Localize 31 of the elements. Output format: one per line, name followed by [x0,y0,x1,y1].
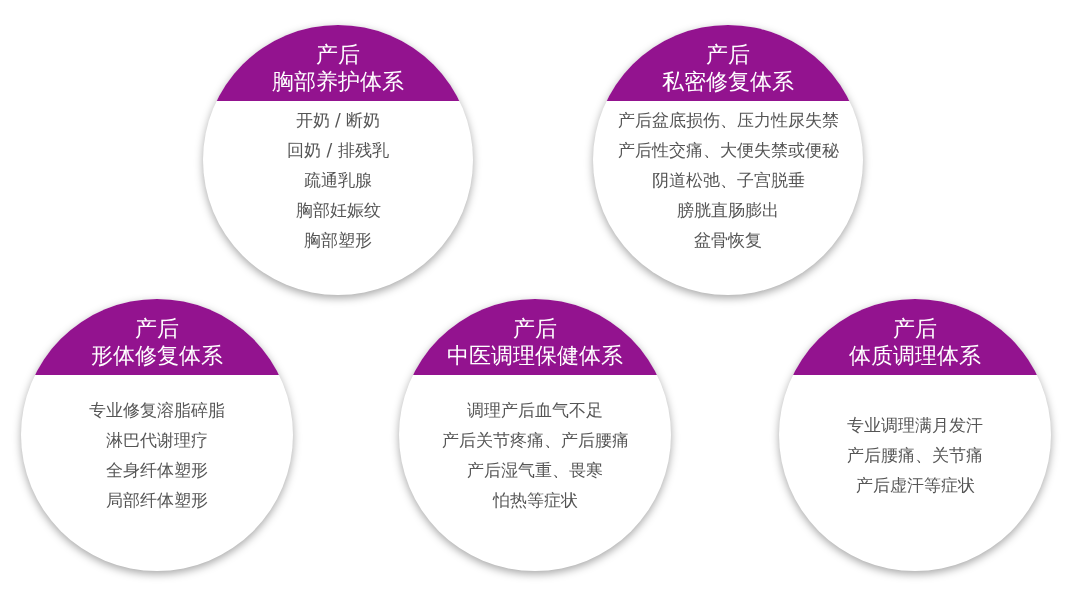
item-text: 专业调理满月发汗 [847,414,983,437]
item-text: 胸部塑形 [304,229,372,252]
heading-text: 私密修复体系 [662,68,794,95]
item-text: 疏通乳腺 [304,169,372,192]
heading-text: 形体修复体系 [91,342,223,369]
item-text: 全身纤体塑形 [106,459,208,482]
heading-text: 产后 [706,41,750,68]
item-text: 膀胱直肠膨出 [677,199,779,222]
item-text: 胸部妊娠纹 [295,199,381,222]
item-text: 产后腰痛、关节痛 [847,444,983,467]
heading-text: 产后 [135,315,179,342]
item-text: 盆骨恢复 [694,229,762,252]
item-text: 产后虚汗等症状 [855,474,975,497]
item-text: 调理产后血气不足 [467,399,603,422]
item-text: 产后性交痛、大便失禁或便秘 [617,139,839,162]
heading-text: 产后 [316,41,360,68]
item-text: 阴道松弛、子宫脱垂 [651,169,805,192]
item-text: 开奶 / 断奶 [295,109,381,132]
item-text: 局部纤体塑形 [106,489,208,512]
heading-text: 胸部养护体系 [272,68,404,95]
item-text: 产后湿气重、畏寒 [467,459,603,482]
item-text: 专业修复溶脂碎脂 [89,399,225,422]
heading-text: 产后 [513,315,557,342]
item-text: 产后盆底损伤、压力性尿失禁 [617,109,839,132]
item-text: 产后关节疼痛、产后腰痛 [441,429,629,452]
heading-text: 产后 [893,315,937,342]
item-text: 淋巴代谢理疗 [106,429,208,452]
heading-text: 中医调理保健体系 [447,342,623,369]
heading-text: 体质调理体系 [849,342,981,369]
item-text: 回奶 / 排残乳 [287,139,389,162]
item-text: 怕热等症状 [492,489,578,512]
